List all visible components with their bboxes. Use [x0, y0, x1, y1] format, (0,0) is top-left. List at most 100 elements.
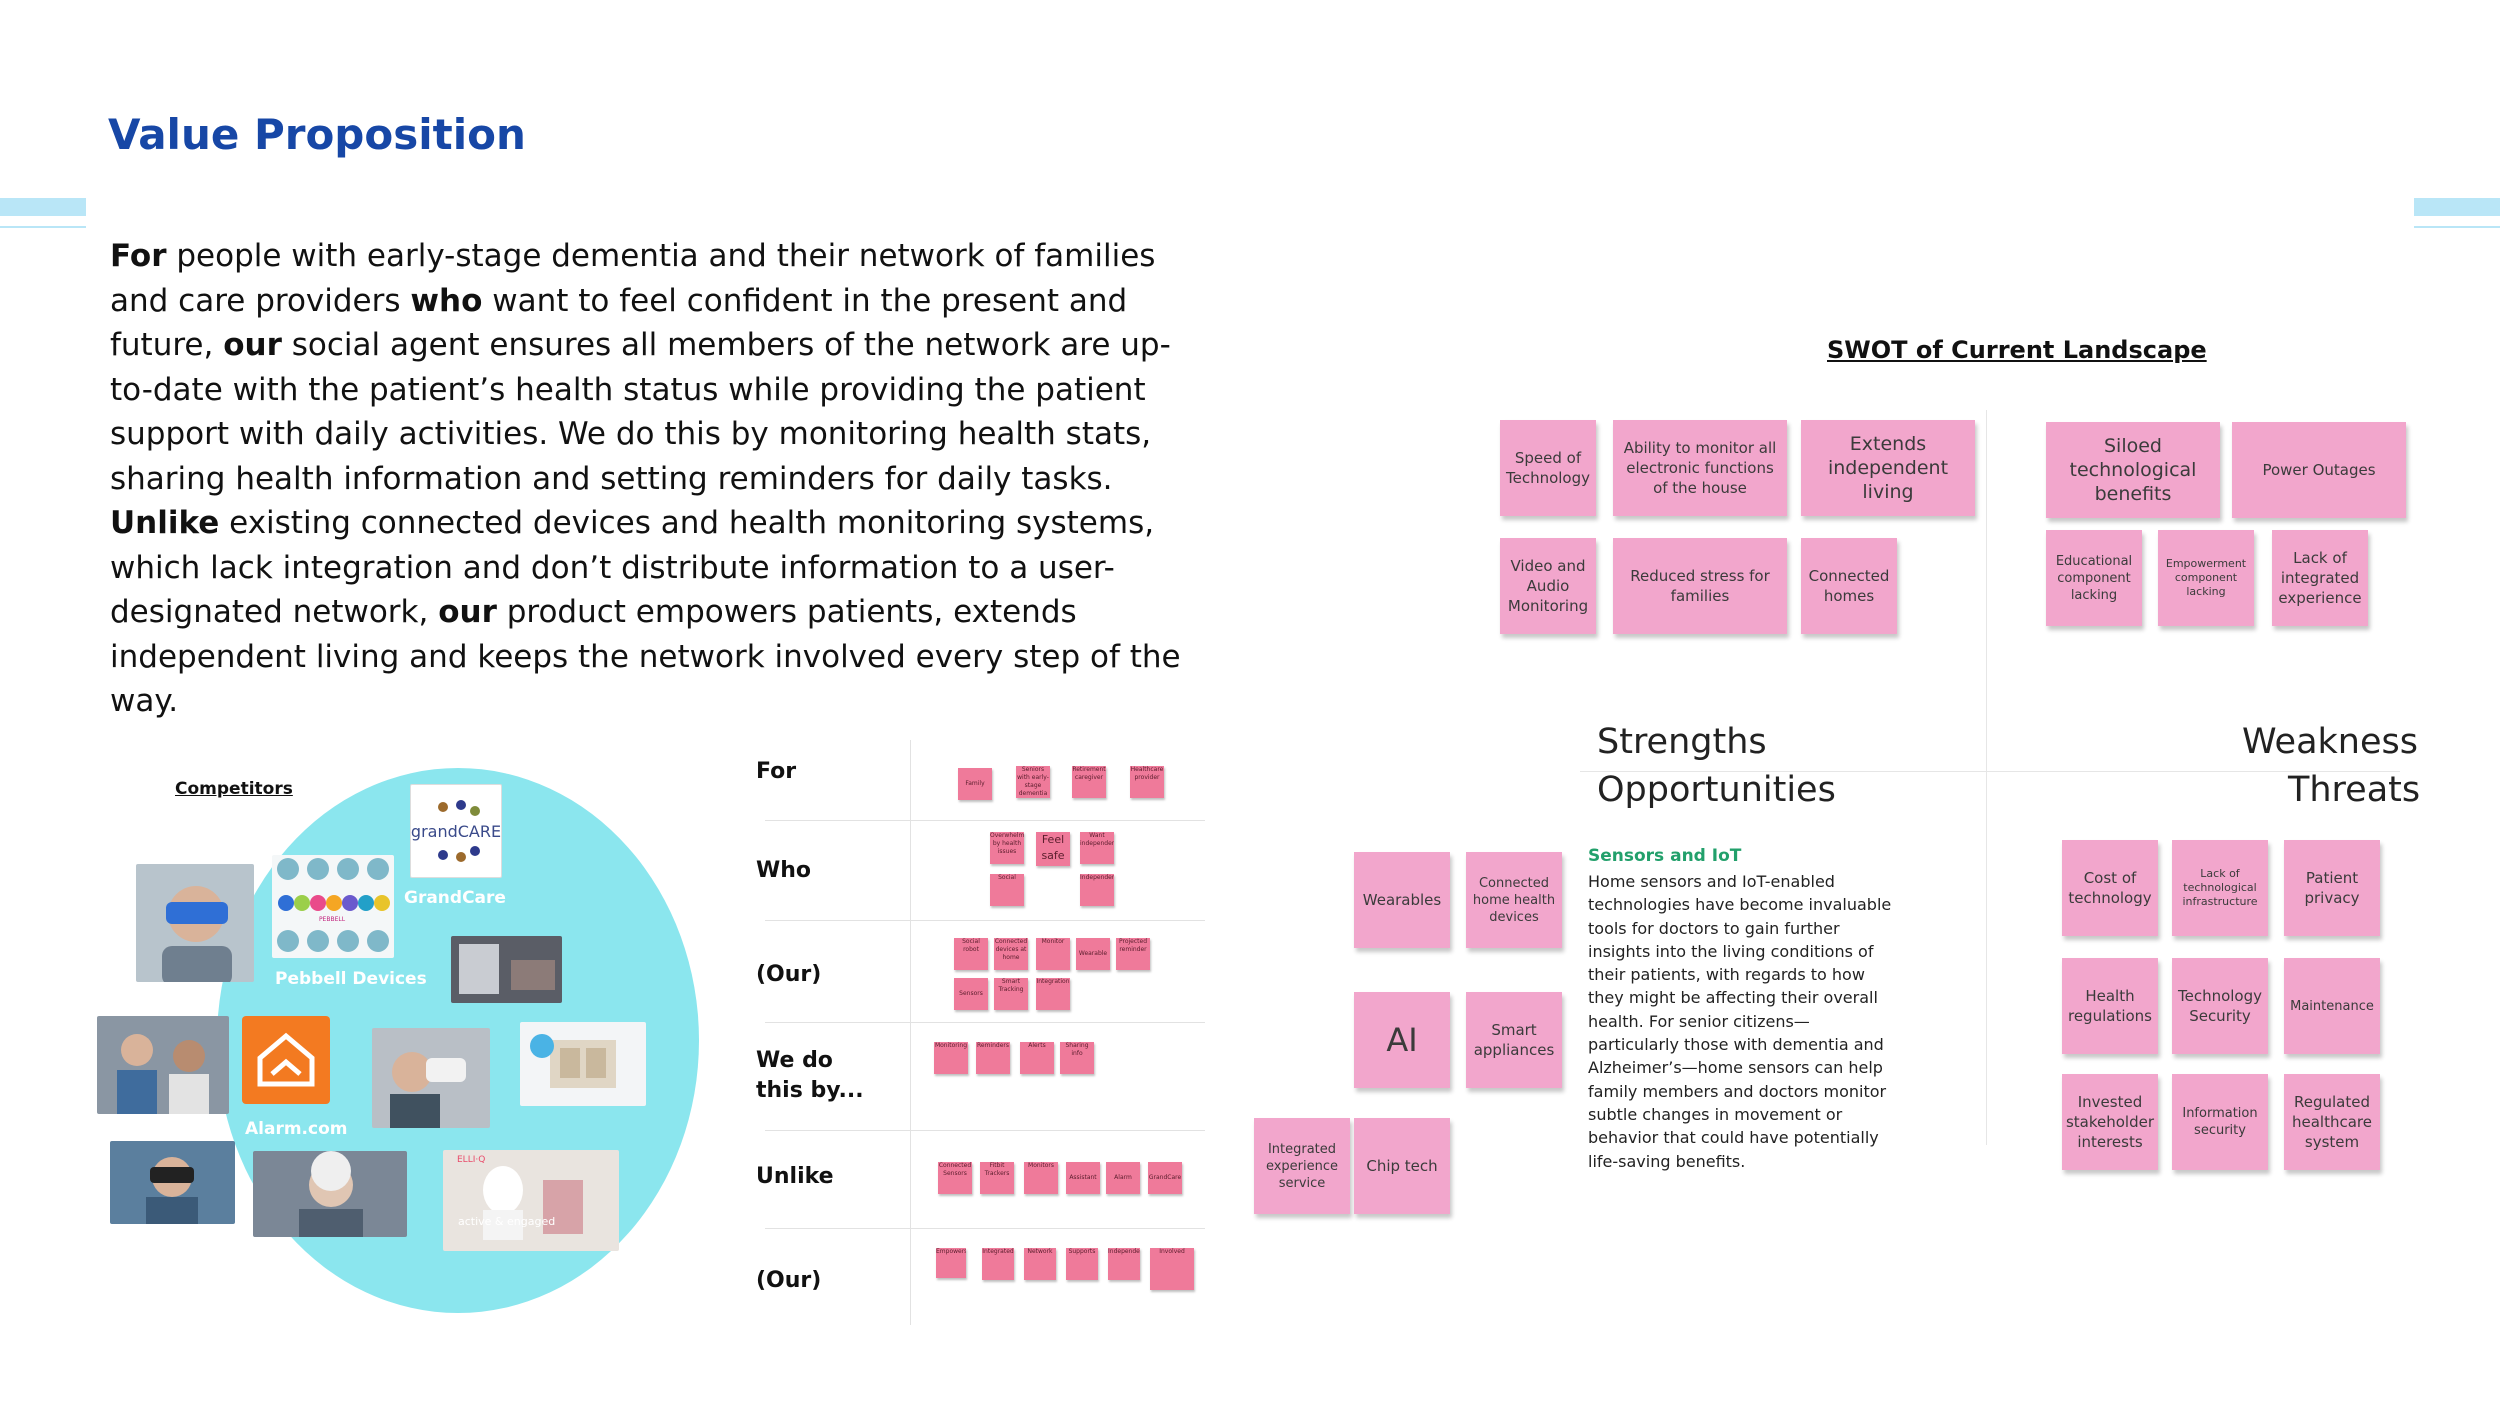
- weakness-note: Lack of integrated experience: [2272, 530, 2368, 626]
- vp-row-label-we-do: We do this by...: [756, 1048, 864, 1103]
- vp-note: Family: [958, 768, 992, 800]
- competitor-label-alarm: Alarm.com: [245, 1119, 348, 1139]
- vp-note: Retirement caregiver: [1072, 766, 1106, 798]
- threat-note: Regulated healthcare system: [2284, 1074, 2380, 1170]
- accent-band-left: [0, 198, 86, 216]
- vp-note: Independence: [1080, 874, 1114, 906]
- threat-note: Patient privacy: [2284, 840, 2380, 936]
- vp-note: Projected reminder: [1116, 938, 1150, 970]
- pebbell-devices-image: PEBBELL: [272, 855, 394, 958]
- competitor-label-grandcare: GrandCare: [404, 888, 506, 908]
- opportunity-note: Integrated experience service: [1254, 1118, 1350, 1214]
- elli-q-robot-photo: ELLI·Q: [443, 1150, 619, 1251]
- vp-note: Connected devices at home: [994, 938, 1028, 970]
- vp-note: Healthcare provider: [1130, 766, 1164, 798]
- swot-label-strengths: Strengths: [1597, 722, 1767, 762]
- competitors-title: Competitors: [175, 779, 293, 799]
- strength-note: Extends independent living: [1801, 420, 1975, 516]
- vp-our: our: [223, 327, 282, 363]
- device-box-photo: [520, 1022, 646, 1106]
- elli-q-robot-icon: ELLI·Q: [457, 1155, 583, 1240]
- eye-exam-photo: [372, 1028, 490, 1128]
- vp-note: Integrated: [982, 1248, 1014, 1280]
- vp-for: For: [110, 238, 167, 274]
- vp-segment: product empowers patients, extends indep…: [110, 594, 1181, 719]
- vp-note: Smart Tracking: [994, 978, 1028, 1010]
- threat-note: Health regulations: [2062, 958, 2158, 1054]
- vp-unlike: Unlike: [110, 505, 220, 541]
- vp-note: Monitors: [1024, 1162, 1058, 1194]
- vp-note: Connected Sensors: [938, 1162, 972, 1194]
- swot-horizontal-axis: [1580, 771, 2400, 772]
- vp-note: Overwhelmed by health issues: [990, 832, 1024, 864]
- device-box-icon: [530, 1034, 616, 1088]
- swot-vertical-axis: [1986, 410, 1987, 1145]
- strength-note: Ability to monitor all electronic functi…: [1613, 420, 1787, 516]
- vp-row-label-unlike: Unlike: [756, 1164, 834, 1189]
- vp-our: our: [438, 594, 497, 630]
- threat-note: Maintenance: [2284, 958, 2380, 1054]
- care-visit-icon: [117, 1034, 209, 1114]
- sensors-iot-body: Home sensors and IoT-enabled technologie…: [1588, 872, 1892, 1171]
- pebbell-devices-icon: PEBBELL: [277, 858, 390, 952]
- vp-note: Alarm: [1106, 1162, 1140, 1194]
- vp-row-separator: [765, 820, 1205, 821]
- threat-note: Information security: [2172, 1074, 2268, 1170]
- competitor-label-pebbell: Pebbell Devices: [275, 969, 427, 989]
- vp-note: GrandCare: [1148, 1162, 1182, 1194]
- vp-note: Monitor: [1036, 938, 1070, 970]
- strength-note: Reduced stress for families: [1613, 538, 1787, 634]
- home-shield-icon: [257, 1032, 315, 1087]
- vp-row-label-our-2: (Our): [756, 1268, 822, 1293]
- vp-note: Independent: [1108, 1248, 1140, 1280]
- vp-note: Supports: [1066, 1248, 1098, 1280]
- vp-segment: people with early-stage dementia and the…: [110, 238, 1156, 319]
- strength-note: Video and Audio Monitoring: [1500, 538, 1596, 634]
- opportunity-note: AI: [1354, 992, 1450, 1088]
- vr-child-photo: [110, 1141, 235, 1224]
- page-title: Value Proposition: [108, 110, 526, 159]
- vp-who: who: [410, 282, 483, 319]
- vp-note: Integration: [1036, 978, 1070, 1010]
- senior-woman-icon: [299, 1151, 363, 1237]
- threat-note: Invested stakeholder interests: [2062, 1074, 2158, 1170]
- threat-note: Cost of technology: [2062, 840, 2158, 936]
- vp-note: Wearable: [1076, 938, 1110, 970]
- vp-note: Feel safe: [1036, 832, 1070, 866]
- vp-note: Assistant: [1066, 1162, 1100, 1194]
- weakness-note: Power Outages: [2232, 422, 2406, 518]
- vp-note: Fitbit Trackers: [980, 1162, 1014, 1194]
- vp-note: Reminders: [976, 1042, 1010, 1074]
- eye-exam-icon: [390, 1052, 466, 1128]
- vp-note: Sharing info: [1060, 1042, 1094, 1074]
- swot-label-weakness: Weakness: [2242, 722, 2418, 762]
- vp-segment: social agent ensures all members of the …: [110, 327, 1171, 497]
- vp-row-separator: [765, 1228, 1205, 1229]
- care-visit-photo: [97, 1016, 229, 1114]
- vp-row-label-our: (Our): [756, 962, 822, 987]
- opportunity-note: Wearables: [1354, 852, 1450, 948]
- strength-note: Connected homes: [1801, 538, 1897, 634]
- senior-woman-photo: [253, 1151, 407, 1237]
- vp-note: Social: [990, 874, 1024, 906]
- accent-line-left: [0, 226, 86, 228]
- opportunity-note: Smart appliances: [1466, 992, 1562, 1088]
- grandcare-logo: grandCARE: [410, 784, 502, 878]
- vr-child-icon: [146, 1157, 198, 1224]
- home-monitor-icon: [459, 944, 555, 994]
- vp-segment: want to feel confident in the present an…: [110, 282, 1128, 364]
- svg-text:ELLI·Q: ELLI·Q: [457, 1155, 485, 1165]
- elli-q-caption: active & engaged: [458, 1215, 556, 1228]
- pebbell-wordmark: PEBBELL: [319, 916, 346, 923]
- home-monitor-photo: [451, 936, 562, 1003]
- vp-row-label-for: For: [756, 759, 797, 784]
- opportunity-note: Chip tech: [1354, 1118, 1450, 1214]
- accent-line-right: [2414, 226, 2500, 228]
- vp-note: Alerts: [1020, 1042, 1054, 1074]
- strength-note: Speed of Technology: [1500, 420, 1596, 516]
- grandcare-logo-icon: grandCARE: [411, 800, 501, 862]
- threat-note: Technology Security: [2172, 958, 2268, 1054]
- swot-label-opportunities: Opportunities: [1597, 770, 1836, 810]
- sensors-iot-title: Sensors and IoT: [1588, 846, 1742, 866]
- swot-label-threats: Threats: [2288, 770, 2421, 810]
